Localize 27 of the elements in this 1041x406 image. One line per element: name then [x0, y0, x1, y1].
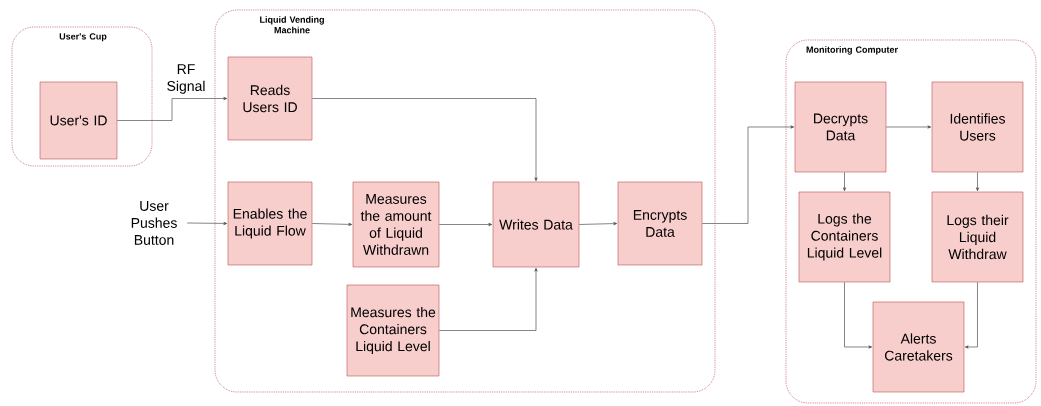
- edge-label: RF Signal: [163, 63, 209, 95]
- arrow: [701, 125, 795, 224]
- arrow: [885, 125, 932, 129]
- input-text: User Pushes Button: [131, 201, 177, 245]
- process-box: Enables the Liquid Flow: [227, 181, 313, 266]
- arrow: [844, 281, 873, 349]
- arrow: [438, 267, 538, 331]
- process-box: Writes Data: [492, 181, 580, 268]
- process-box: Reads Users ID: [227, 56, 313, 141]
- arrow: [842, 171, 847, 192]
- arrow: [975, 171, 980, 192]
- arrow: [311, 98, 538, 182]
- process-box: Decrypts Data: [794, 81, 887, 173]
- process-box: User's ID: [39, 81, 118, 160]
- arrow: [116, 96, 228, 121]
- arrow: [311, 222, 353, 226]
- process-box: Measures the Containers Liquid Level: [346, 284, 440, 377]
- process-box: Measures the amount of Liquid Withdrawn: [352, 181, 440, 268]
- process-box: Identifies Users: [931, 81, 1024, 173]
- process-box: Alerts Caretakers: [872, 301, 965, 393]
- process-box: Logs the Containers Liquid Level: [798, 191, 891, 283]
- process-box: Logs their Liquid Withdraw: [931, 191, 1024, 283]
- arrow: [186, 221, 228, 225]
- process-box: Encrypts Data: [617, 181, 703, 266]
- arrow: [964, 281, 978, 349]
- arrow: [438, 222, 493, 227]
- arrow: [578, 222, 618, 226]
